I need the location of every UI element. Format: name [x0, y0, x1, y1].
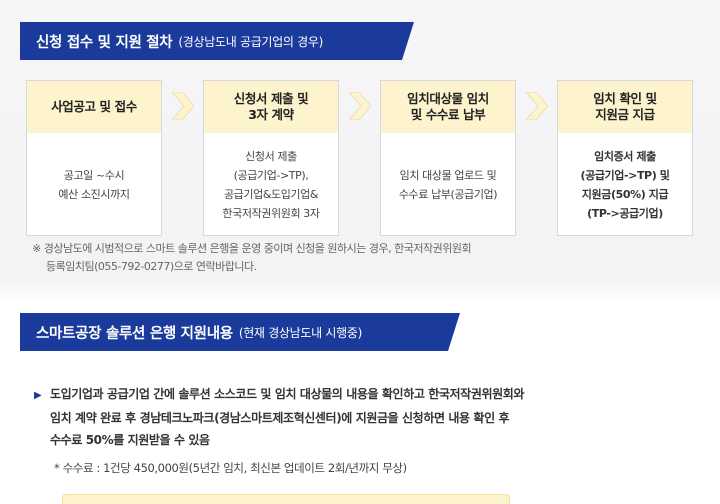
chevron-right-icon — [172, 92, 194, 120]
step-body-line: 예산 소진시까지 — [58, 188, 130, 201]
step-body: 신청서 제출 (공급기업->TP), 공급기업&도입기업& 한국저작권위원회 3… — [204, 133, 338, 237]
fee-note: * 수수료 : 1건당 450,000원(5년간 임치, 최신본 업데이트 2회… — [54, 461, 407, 475]
step-header: 임치대상물 임치 및 수수료 납부 — [381, 81, 515, 133]
step-header-text: 지원금 지급 — [595, 107, 655, 122]
step-body: 공고일 ~수시 예산 소진시까지 — [27, 133, 161, 237]
section-title: 신청 접수 및 지원 절차 — [36, 34, 173, 51]
section-subtitle: (현재 경상남도내 시행중) — [238, 325, 363, 340]
step-body: 임치 대상물 업로드 및 수수료 납부(공급기업) — [381, 133, 515, 237]
section-banner-support: 스마트공장 솔루션 은행 지원내용 (현재 경상남도내 시행중) — [20, 313, 460, 351]
section-banner-procedure: 신청 접수 및 지원 절차 (경상남도내 공급기업의 경우) — [20, 22, 414, 60]
bullet-paragraph: ▶ 도입기업과 공급기업 간에 솔루션 소스코드 및 임치 대상물의 내용을 확인… — [34, 383, 694, 407]
step-body-line: 신청서 제출 — [245, 150, 297, 163]
step-subsidy: 임치 확인 및 지원금 지급 임치증서 제출 (공급기업->TP) 및 지원금(… — [557, 80, 693, 236]
step-header-text: 임치대상물 임치 — [407, 91, 489, 106]
note-line: 등록임치팀(055-792-0277)으로 연락바랍니다. — [46, 260, 257, 273]
step-body-line: 임치 대상물 업로드 및 — [399, 169, 497, 182]
step-header-text: 및 수수료 납부 — [410, 107, 486, 122]
content-line: 수수료 50%를 지원받을 수 있음 — [50, 433, 210, 447]
content-line: 임치 계약 완료 후 경남테크노파크(경남스마트제조혁신센터)에 지원금을 신청… — [50, 411, 510, 425]
step-body-line: 임치증서 제출 — [594, 150, 656, 163]
contact-note: ※ 경상남도에 시범적으로 스마트 솔루션 은행을 운영 중이며 신청을 원하시… — [32, 240, 692, 276]
step-header-text: 사업공고 및 접수 — [51, 99, 137, 114]
chevron-right-icon — [526, 92, 548, 120]
step-body-line: (공급기업->TP), — [233, 169, 309, 182]
step-header-text: 3자 계약 — [248, 107, 294, 122]
step-body-line: 수수료 납부(공급기업) — [398, 188, 498, 201]
step-header-text: 임치 확인 및 — [593, 91, 657, 106]
section-subtitle: (경상남도내 공급기업의 경우) — [178, 34, 324, 49]
step-header: 임치 확인 및 지원금 지급 — [558, 81, 692, 133]
note-line: ※ 경상남도에 시범적으로 스마트 솔루션 은행을 운영 중이며 신청을 원하시… — [32, 242, 472, 255]
step-body-line: 공급기업&도입기업& — [223, 188, 319, 201]
process-steps: 사업공고 및 접수 공고일 ~수시 예산 소진시까지 신청서 제출 및 3자 계… — [26, 80, 694, 236]
step-header-text: 신청서 제출 및 — [233, 91, 309, 106]
content-line: 도입기업과 공급기업 간에 솔루션 소스코드 및 임치 대상물의 내용을 확인하… — [50, 387, 525, 401]
step-body-line: (공급기업->TP) 및 — [580, 169, 670, 182]
step-body: 임치증서 제출 (공급기업->TP) 및 지원금(50%) 지급 (TP->공급… — [558, 133, 692, 237]
support-content: ▶ 도입기업과 공급기업 간에 솔루션 소스코드 및 임치 대상물의 내용을 확인… — [34, 383, 694, 476]
step-body-line: (TP->공급기업) — [587, 207, 663, 220]
step-header: 신청서 제출 및 3자 계약 — [204, 81, 338, 133]
bullet-triangle-icon: ▶ — [34, 390, 42, 401]
step-contract: 신청서 제출 및 3자 계약 신청서 제출 (공급기업->TP), 공급기업&도… — [203, 80, 339, 236]
step-body-line: 지원금(50%) 지급 — [581, 188, 669, 201]
step-escrow: 임치대상물 임치 및 수수료 납부 임치 대상물 업로드 및 수수료 납부(공급… — [380, 80, 516, 236]
step-body-line: 공고일 ~수시 — [63, 169, 125, 182]
section-title: 스마트공장 솔루션 은행 지원내용 — [36, 325, 233, 342]
chevron-right-icon — [349, 92, 371, 120]
highlight-box — [62, 494, 510, 504]
step-announcement: 사업공고 및 접수 공고일 ~수시 예산 소진시까지 — [26, 80, 162, 236]
step-body-line: 한국저작권위원회 3자 — [222, 207, 320, 220]
step-header: 사업공고 및 접수 — [27, 81, 161, 133]
